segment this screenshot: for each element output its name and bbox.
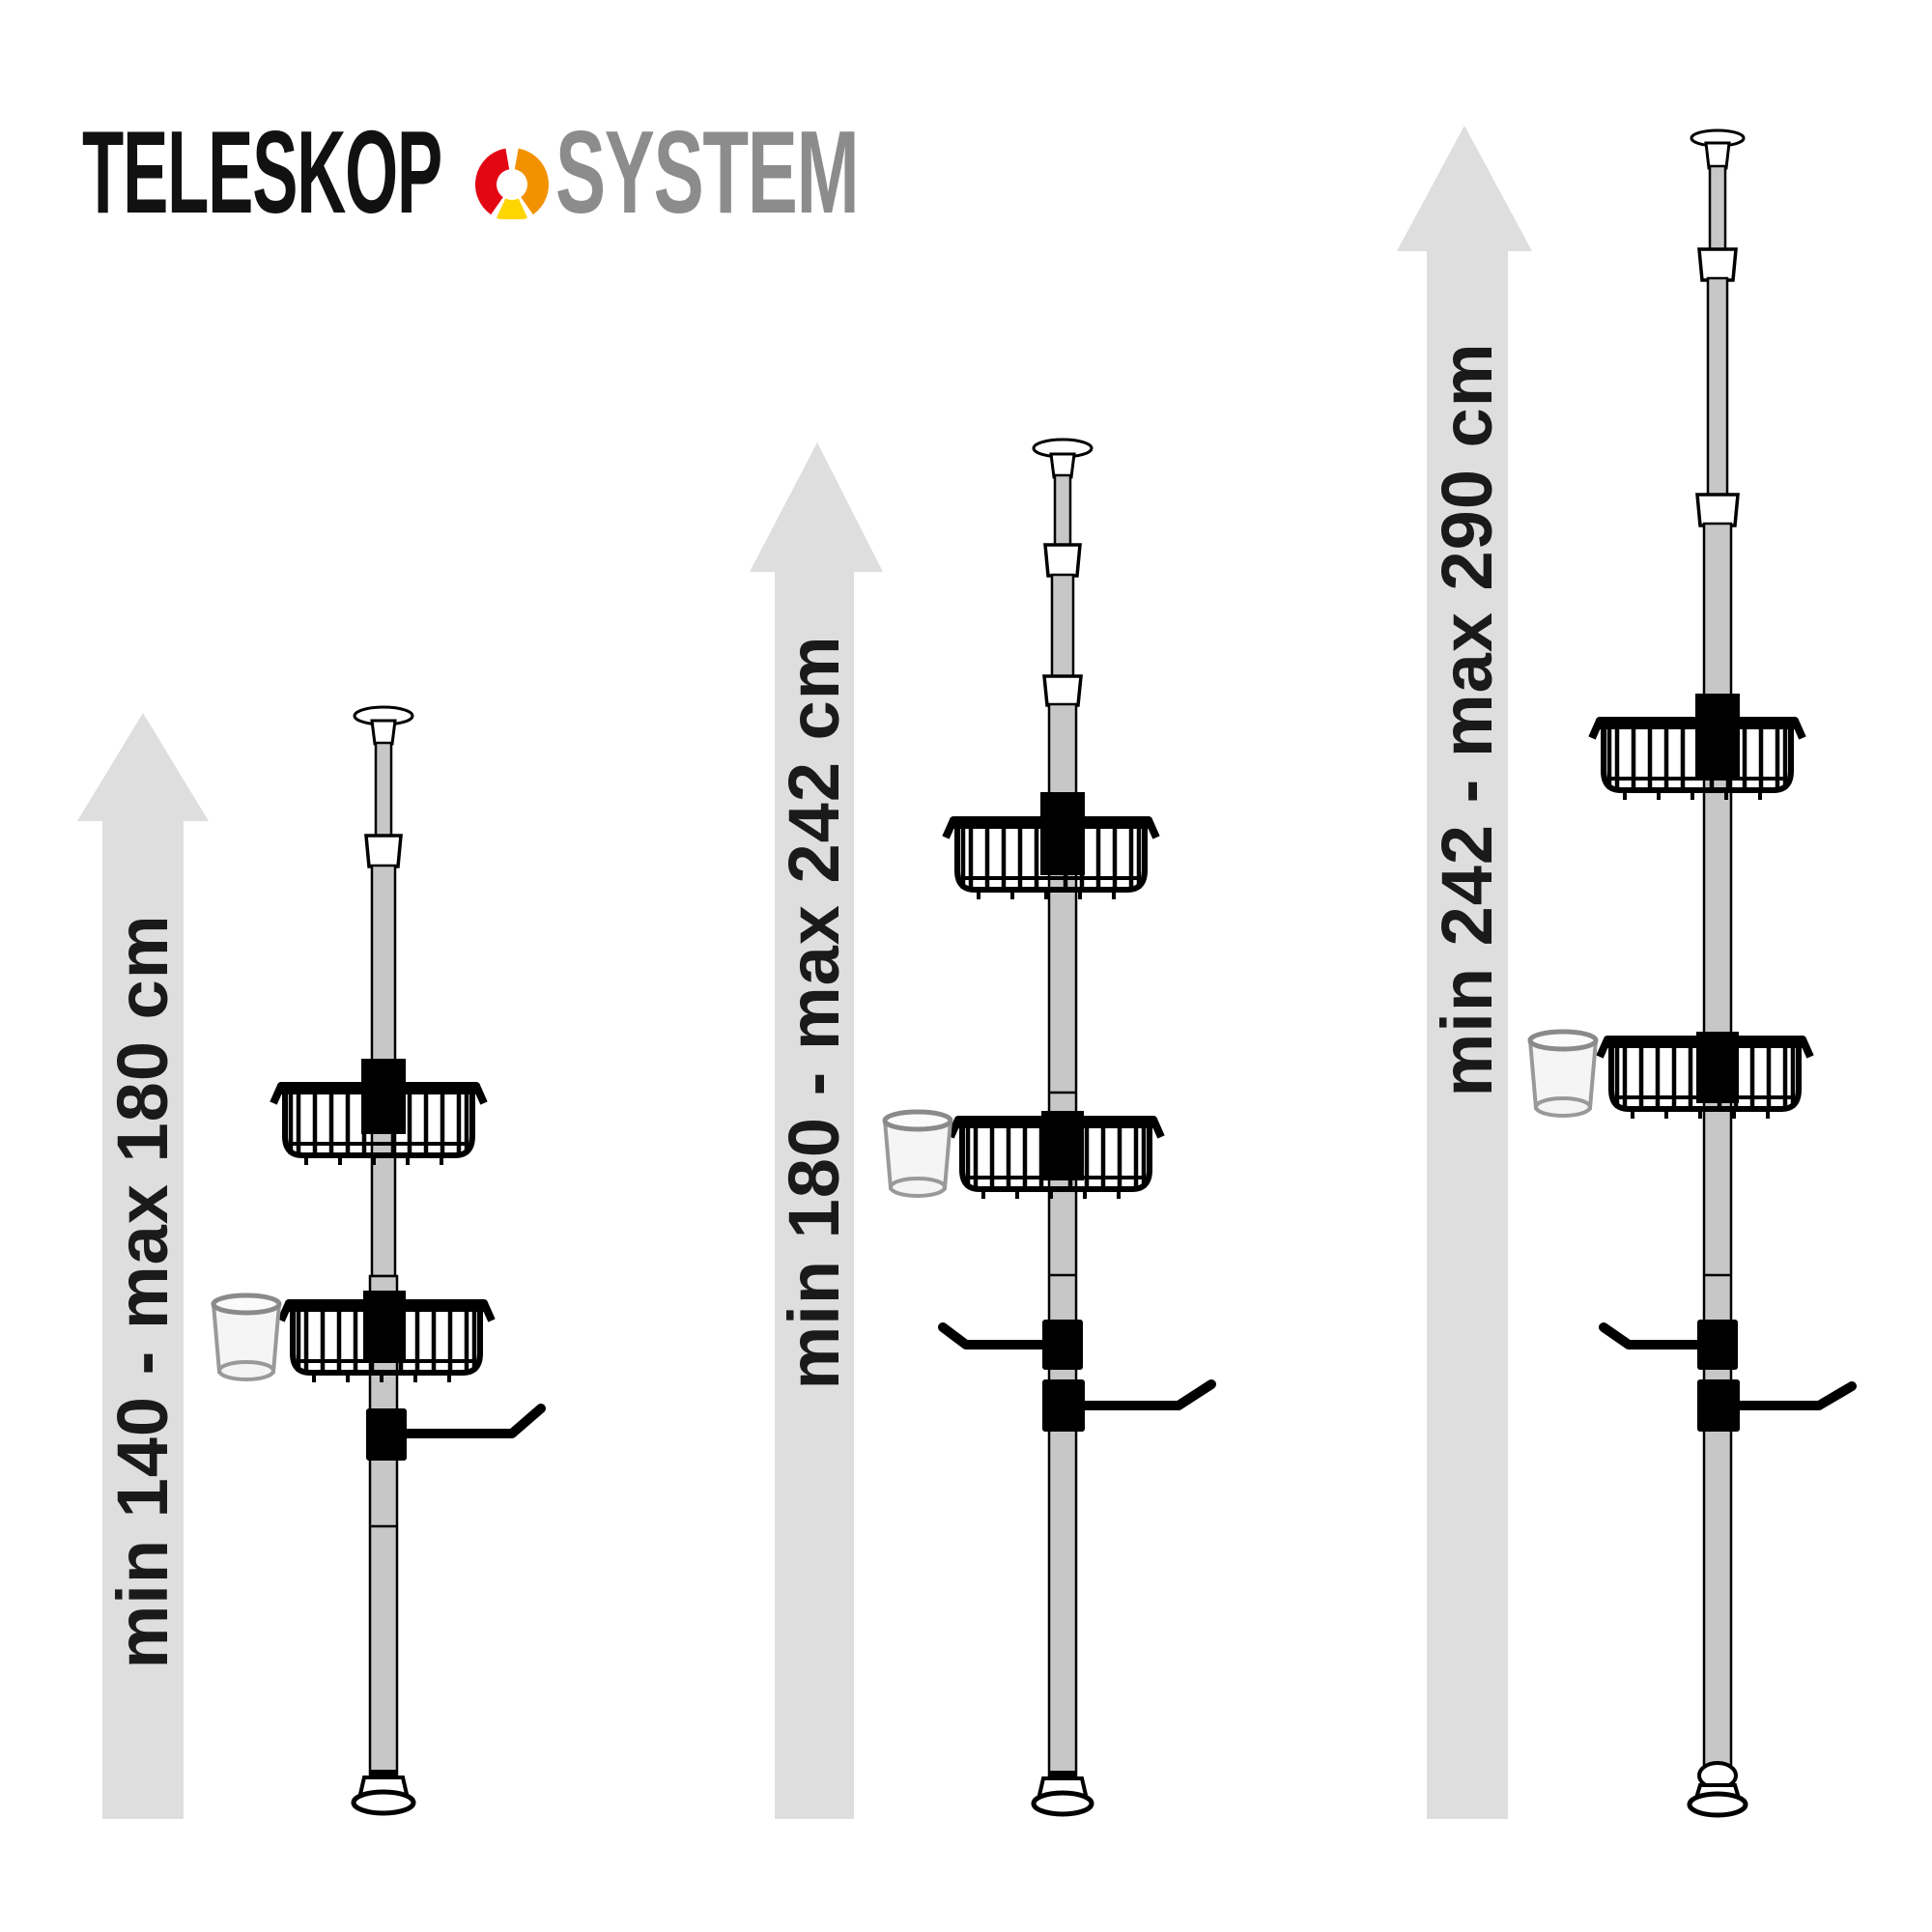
pole-connector — [364, 834, 403, 868]
pole-tube — [374, 741, 393, 839]
basket-clamp — [361, 1059, 406, 1134]
height-range-label-small: min 140 - max 180 cm — [102, 914, 183, 1669]
cup-icon — [885, 1112, 951, 1196]
height-range-label-large: min 242 - max 290 cm — [1427, 342, 1507, 1097]
hook-icon — [1599, 1322, 1720, 1350]
pole-tube — [1050, 573, 1075, 680]
cup-icon — [1530, 1032, 1596, 1116]
pole-medium-illustration — [885, 438, 1216, 1817]
pole-tube — [1053, 473, 1072, 549]
pole-tube — [1706, 276, 1729, 498]
ring-segment-red — [475, 148, 511, 215]
height-arrow-medium — [750, 442, 883, 1819]
pole-connector — [1042, 674, 1083, 707]
hook-icon — [382, 1404, 546, 1438]
basket-clamp — [1040, 792, 1085, 875]
logo-suffix-text: SYSTEM — [555, 106, 860, 238]
hook-icon — [938, 1322, 1065, 1350]
pole-tube — [1708, 164, 1727, 253]
ring-segment-orange — [513, 148, 549, 215]
height-arrow-small — [77, 713, 209, 1819]
pole-small-illustration — [213, 705, 546, 1816]
height-range-label-medium: min 180 - max 242 cm — [774, 635, 854, 1390]
hook-icon — [1058, 1379, 1216, 1410]
pole-large-illustration — [1530, 128, 1857, 1818]
logo-ring-icon — [475, 148, 549, 219]
pole-tube — [1047, 702, 1078, 1782]
pole-connector — [1697, 247, 1738, 282]
pole-connector — [1695, 493, 1740, 527]
pole-connector — [1043, 543, 1082, 578]
height-arrow-large — [1397, 126, 1532, 1819]
ring-segment-yellow — [496, 198, 528, 219]
logo-brand-text: TELESKOP — [82, 106, 442, 238]
hook-icon — [1713, 1381, 1857, 1410]
basket-clamp — [1695, 694, 1740, 779]
cup-icon — [213, 1295, 279, 1379]
